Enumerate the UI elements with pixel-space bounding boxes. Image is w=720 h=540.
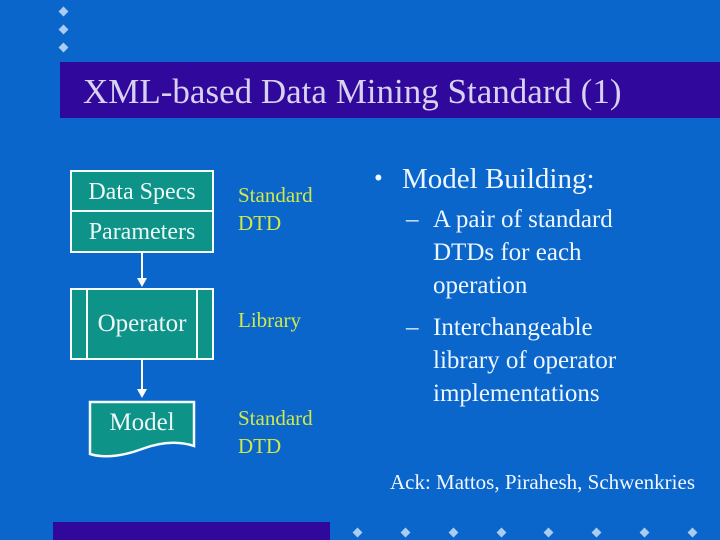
diamond-icon <box>543 527 554 538</box>
spec-box-parameters: Parameters <box>88 219 196 245</box>
down-arrow-head-icon <box>137 278 147 287</box>
document-shape-icon <box>88 400 196 458</box>
footer-bar <box>53 522 330 540</box>
diamond-icon <box>448 527 459 538</box>
diamond-icon <box>58 24 69 35</box>
label-standard-dtd-top: Standard DTD <box>238 183 313 235</box>
sub-bullet: – Interchangeable library of operator im… <box>360 311 690 410</box>
model-shape: Model <box>88 400 196 466</box>
dash-icon: – <box>406 206 419 233</box>
bullet-list: • Model Building: – A pair of standard D… <box>360 162 690 419</box>
diamond-icon <box>496 527 506 538</box>
bullet-heading: • Model Building: <box>360 162 690 197</box>
down-arrow <box>141 360 143 390</box>
sub-bullet: – A pair of standard DTDs for each opera… <box>360 203 690 302</box>
operator-box-side-bar <box>196 290 198 358</box>
diamond-icon <box>400 527 411 538</box>
bullet-icon: • <box>374 165 383 192</box>
operator-box-label: Operator <box>97 310 187 337</box>
operator-box-side-bar <box>86 290 88 358</box>
spec-box: Data Specs Parameters <box>70 170 214 253</box>
sub-bullet-text: Interchangeable library of operator impl… <box>433 314 617 407</box>
bottom-diamond-row <box>352 527 698 538</box>
diamond-icon <box>687 527 698 538</box>
diamond-icon <box>58 42 69 53</box>
label-standard-dtd-bottom: Standard DTD <box>238 406 313 458</box>
label-library: Library <box>238 308 301 332</box>
dash-icon: – <box>406 314 419 341</box>
diamond-icon <box>58 6 69 17</box>
ack-text: Ack: Mattos, Pirahesh, Schwenkries <box>389 470 695 494</box>
diamond-icon <box>352 527 363 538</box>
title-band: XML-based Data Mining Standard (1) <box>60 62 720 118</box>
diamond-icon <box>639 527 650 538</box>
spec-box-data-specs: Data Specs <box>72 172 212 212</box>
diamond-icon <box>591 527 602 538</box>
down-arrow-head-icon <box>137 389 147 398</box>
bullet-heading-text: Model Building: <box>402 163 595 195</box>
top-diamond-column <box>58 6 69 53</box>
model-shape-label: Model <box>109 409 175 436</box>
down-arrow <box>141 252 143 279</box>
operator-box: Operator <box>70 288 214 360</box>
sub-bullet-text: A pair of standard DTDs for each operati… <box>433 206 613 299</box>
page-title: XML-based Data Mining Standard (1) <box>83 71 622 111</box>
